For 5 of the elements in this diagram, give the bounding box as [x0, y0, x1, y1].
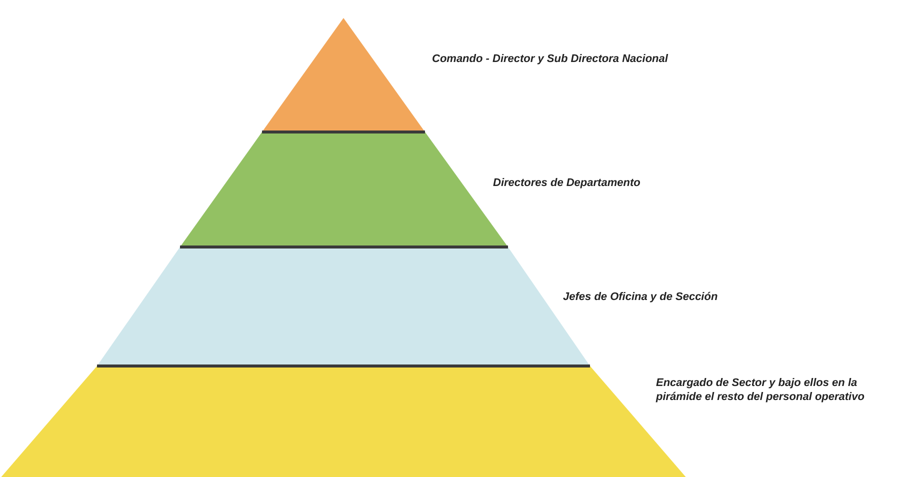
pyramid-tier: [97, 247, 590, 366]
tier-label: Directores de Departamento: [493, 176, 640, 190]
tier-label: Comando - Director y Sub Directora Nacional: [432, 52, 668, 66]
tier-label: Jefes de Oficina y de Sección: [563, 290, 718, 304]
tier-label: Encargado de Sector y bajo ellos en la pirámide el resto del personal operativo: [656, 376, 866, 404]
